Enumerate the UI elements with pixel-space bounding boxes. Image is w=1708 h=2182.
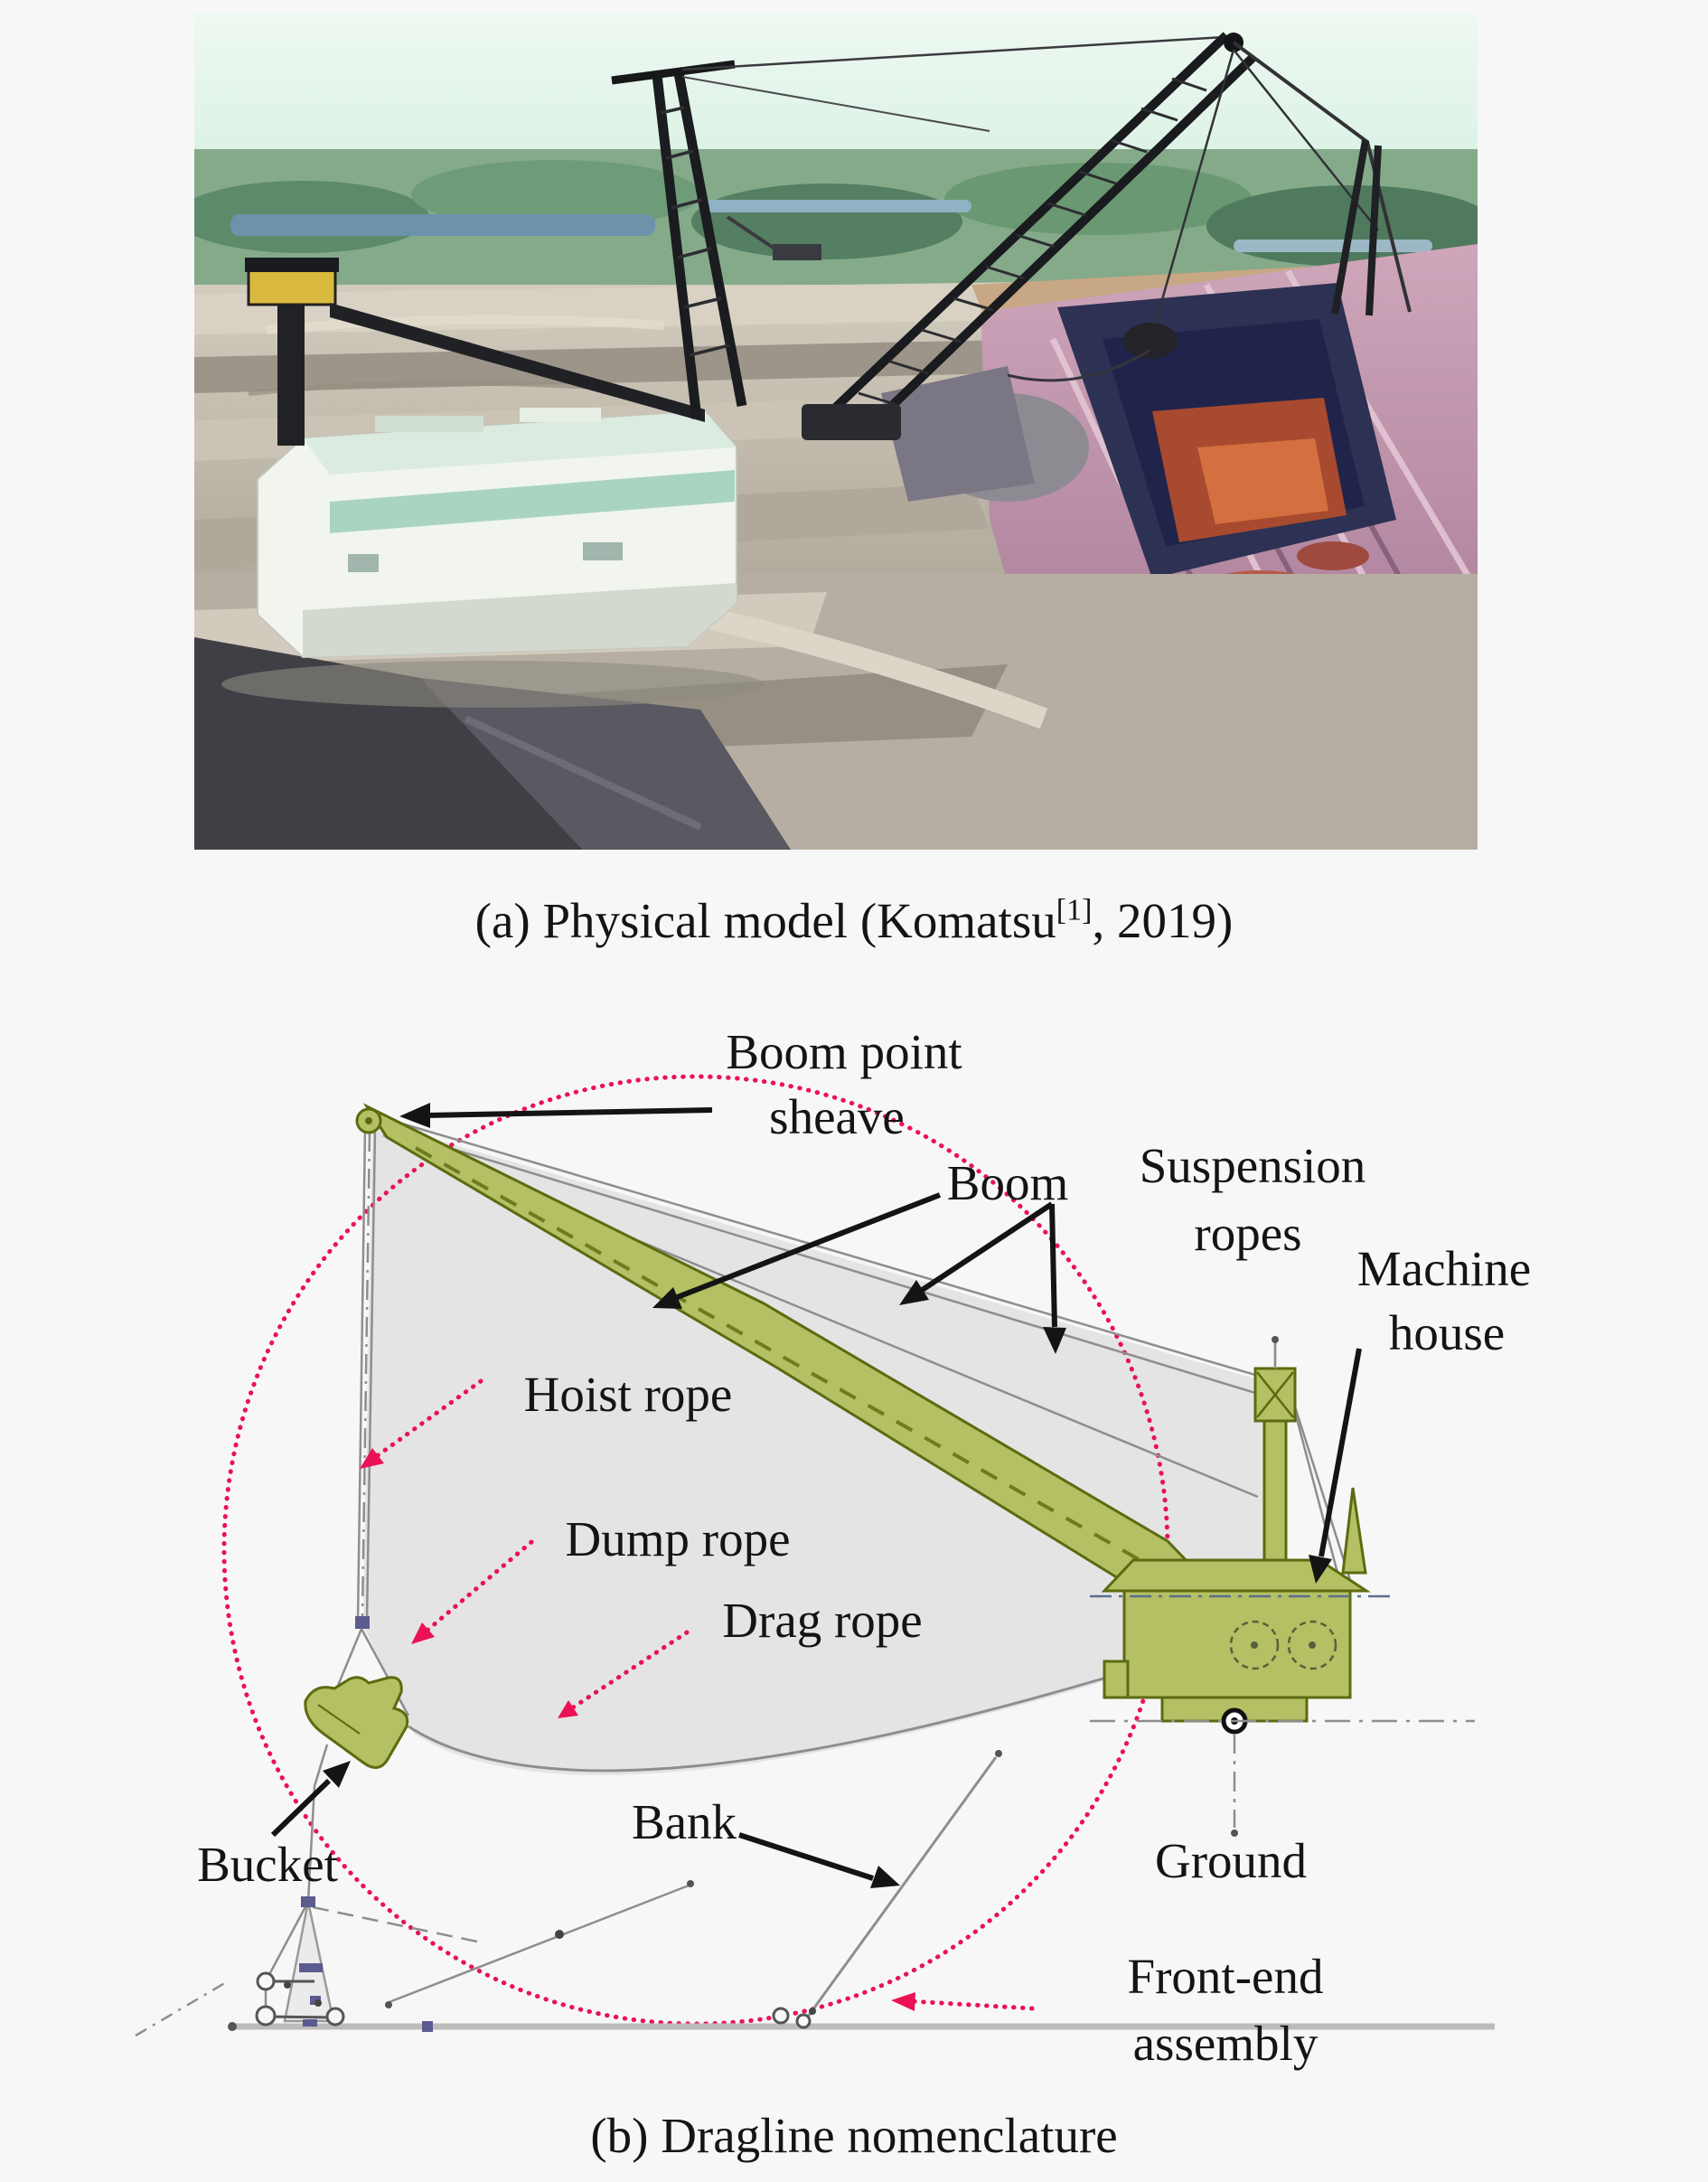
photo-left-tower: [277, 301, 305, 446]
machine-house-shape: [1090, 1487, 1475, 1837]
boom-point-sheave-arrow: [399, 1103, 430, 1128]
label-dump-rope: Dump rope: [566, 1511, 791, 1566]
front-end-assembly-arrow: [891, 1992, 915, 2011]
caption-a-reference: [1]: [1056, 893, 1093, 927]
physical-model-photo: [176, 14, 1496, 850]
label-boom: Boom: [947, 1155, 1068, 1210]
photo-right-dragline: [726, 32, 1412, 440]
caption-a-text: (a) Physical model (Komatsu: [474, 893, 1056, 948]
photo-center-mast: [611, 35, 1225, 419]
diagram-labels: Boom point sheave Boom Suspension ropes …: [197, 1024, 1531, 2071]
ground-and-bank: [135, 1750, 1495, 2037]
front-end-shaded-region: [363, 1121, 1347, 1775]
rigging-trestle: [255, 1896, 345, 2027]
red-annotation-arrows: [360, 1378, 1035, 2011]
label-machine-house-1: Machine: [1357, 1241, 1531, 1296]
bucket-lower-line: [313, 1744, 329, 1787]
label-machine-house-2: house: [1389, 1305, 1505, 1360]
label-front-end-assembly-1: Front-end: [1128, 1949, 1324, 2004]
label-bucket: Bucket: [197, 1837, 338, 1892]
photo-tree-line: [176, 149, 1496, 298]
caption-b: (b) Dragline nomenclature: [590, 2108, 1118, 2163]
bucket-to-rigging-line: [306, 1785, 316, 1903]
mast-shape: [1253, 1336, 1297, 1593]
label-boom-point-sheave-1: Boom point: [726, 1024, 962, 1079]
photo-operator-cab: [247, 268, 337, 306]
bucket-arrow: [323, 1761, 351, 1788]
photo-left-boom: [330, 303, 705, 422]
caption-a-year: , 2019): [1092, 893, 1234, 948]
machine-house-arrow: [1309, 1555, 1332, 1584]
suspension-ropes-arrow-1: [899, 1280, 929, 1305]
photo-white-dragline: [221, 258, 764, 708]
drag-rope-arrow: [558, 1700, 578, 1718]
black-annotation-arrows: [270, 1103, 1362, 1888]
drag-rope-line: [408, 1670, 1125, 1773]
label-ground: Ground: [1155, 1833, 1307, 1888]
label-drag-rope: Drag rope: [722, 1593, 922, 1648]
label-suspension-ropes-2: ropes: [1194, 1206, 1301, 1261]
bank-arrow: [870, 1866, 900, 1888]
label-hoist-rope: Hoist rope: [524, 1367, 733, 1422]
label-boom-point-sheave-2: sheave: [769, 1089, 905, 1144]
bank-line: [799, 1756, 998, 2027]
label-bank: Bank: [632, 1794, 737, 1849]
photo-hanging-bucket: [1123, 323, 1178, 359]
dump-rope-line: [360, 1628, 410, 1716]
gantry-spike-shape: [1341, 1487, 1367, 1575]
label-suspension-ropes-1: Suspension: [1140, 1138, 1366, 1193]
boom-arrow: [652, 1287, 682, 1309]
suspension-ropes-arrow-2: [1043, 1327, 1066, 1354]
photo-art: [176, 14, 1496, 850]
hoist-rope-arrow: [360, 1448, 384, 1469]
caption-a: (a) Physical model (Komatsu[1], 2019): [0, 889, 1708, 953]
dump-rope-arrow: [411, 1622, 435, 1644]
label-front-end-assembly-2: assembly: [1133, 2016, 1319, 2071]
bucket-shape: [304, 1676, 409, 1769]
